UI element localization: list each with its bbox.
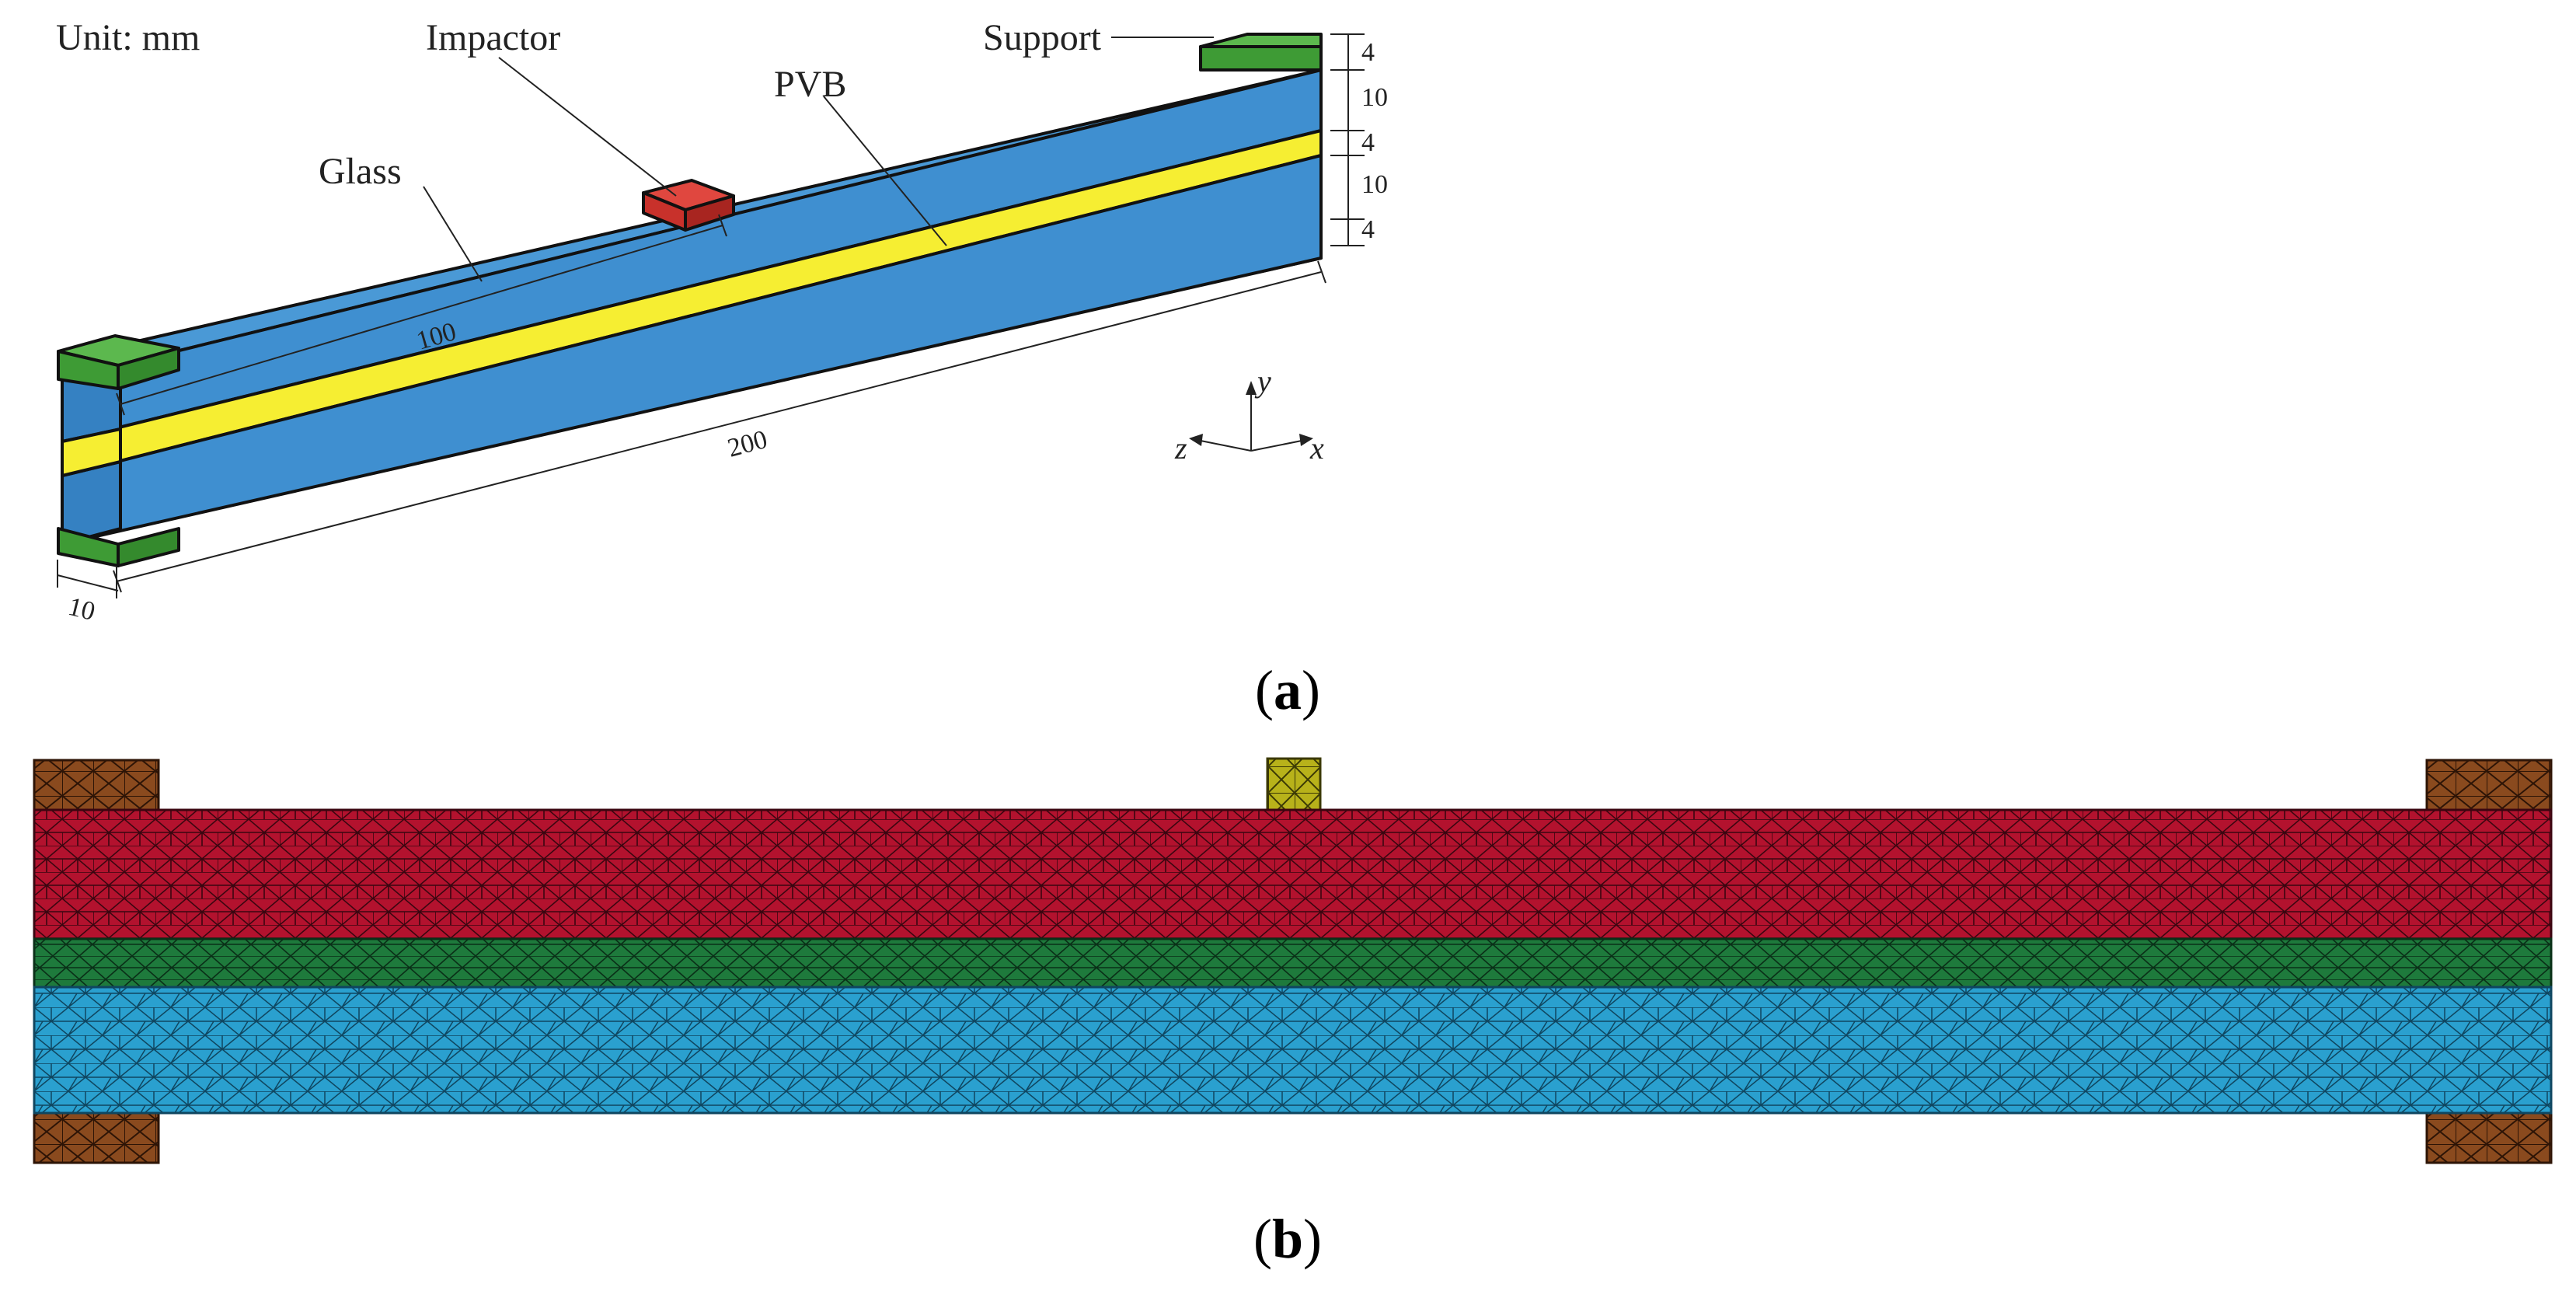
support-label: Support [983, 17, 1102, 58]
support-near-bottom-side [117, 527, 180, 567]
axis-y-label: y [1254, 364, 1271, 399]
dim-length: 200 [724, 425, 770, 463]
mesh-bottom-glass [33, 986, 2553, 1115]
mesh-support-bottom-right [2425, 1111, 2553, 1164]
panel-a: Unit: mm Impact [56, 17, 1388, 721]
axis-triad: y z x [1174, 364, 1324, 466]
support-near-top-side [117, 347, 180, 390]
dim-support-bottom: 4 [1361, 215, 1375, 244]
near-end-pvb [61, 427, 122, 477]
support-far-top-front [1199, 45, 1323, 72]
impactor-leader [498, 57, 677, 197]
dim-glass-bottom: 10 [1361, 170, 1388, 199]
mesh-top-glass [33, 808, 2553, 940]
mesh-support-top-left [33, 759, 160, 811]
axis-x-label: x [1309, 431, 1324, 466]
dim-glass-top: 10 [1361, 83, 1388, 112]
impactor-side [684, 194, 735, 232]
right-dimension-stack: 4 10 4 10 4 [1330, 33, 1388, 246]
dim-pvb: 4 [1361, 128, 1375, 157]
mesh-impactor [1266, 757, 1322, 811]
axis-z-label: z [1174, 431, 1187, 466]
mesh-support-bottom-left [33, 1111, 160, 1164]
pvb-label: PVB [774, 64, 846, 105]
mesh-support-top-right [2425, 759, 2553, 811]
mesh-pvb [33, 937, 2553, 989]
glass-leader [423, 186, 483, 282]
width-dimension: 10 [57, 560, 119, 626]
caption-a: (a) [1255, 659, 1320, 721]
dim-width: 10 [65, 592, 98, 626]
panel-b: (b) [33, 757, 2553, 1270]
glass-label: Glass [319, 151, 402, 192]
dim-support-top: 4 [1361, 38, 1375, 67]
pvb-leader [823, 96, 947, 246]
impactor-label: Impactor [426, 17, 560, 58]
caption-b: (b) [1253, 1208, 1322, 1270]
support-far-top-top [1199, 33, 1323, 48]
unit-label: Unit: mm [56, 17, 200, 58]
